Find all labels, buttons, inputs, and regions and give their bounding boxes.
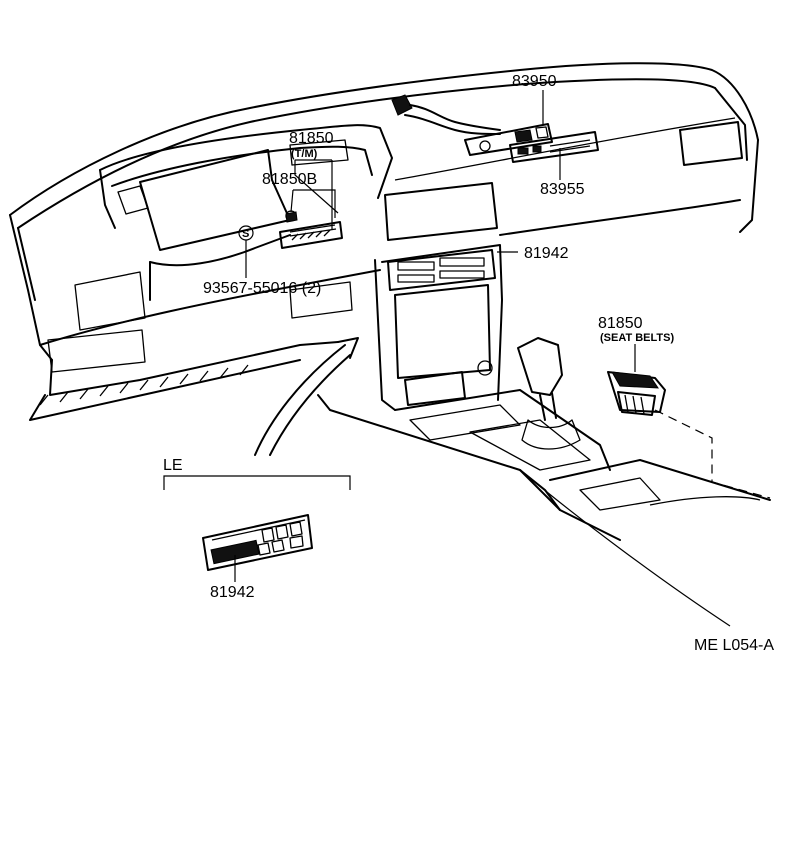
label-81850-top-note: (T/M) — [291, 148, 318, 160]
dashboard-body — [9, 62, 771, 541]
label-81850-top: 81850 — [289, 130, 334, 147]
leader-lines — [163, 90, 731, 627]
part-81942-le-unit — [202, 514, 313, 571]
part-83955-indicator-strip — [509, 131, 599, 163]
label-81850-seat-note: (SEAT BELTS) — [600, 332, 674, 344]
hidden-lines — [654, 409, 771, 499]
label-le: LE — [163, 457, 183, 474]
label-bolt-code: S — [242, 228, 249, 240]
part-81850-switch-assembly — [279, 210, 343, 249]
part-83950-harness — [391, 94, 553, 156]
label-81942-le: 81942 — [210, 584, 255, 601]
part-81850-seatbelt-switch — [607, 371, 666, 416]
label-figure-code: ME L054-A — [694, 637, 774, 654]
label-93567: 93567-55016 (2) — [203, 280, 321, 297]
label-83950: 83950 — [512, 73, 557, 90]
label-81942-main: 81942 — [524, 245, 569, 262]
callout-labels: 83950 81850 (T/M) 81850B 83955 81942 S 9… — [163, 73, 774, 654]
label-83955: 83955 — [540, 181, 585, 198]
view-arrow — [254, 337, 359, 456]
label-81850B: 81850B — [262, 171, 317, 188]
label-81850-seat: 81850 — [598, 315, 643, 332]
